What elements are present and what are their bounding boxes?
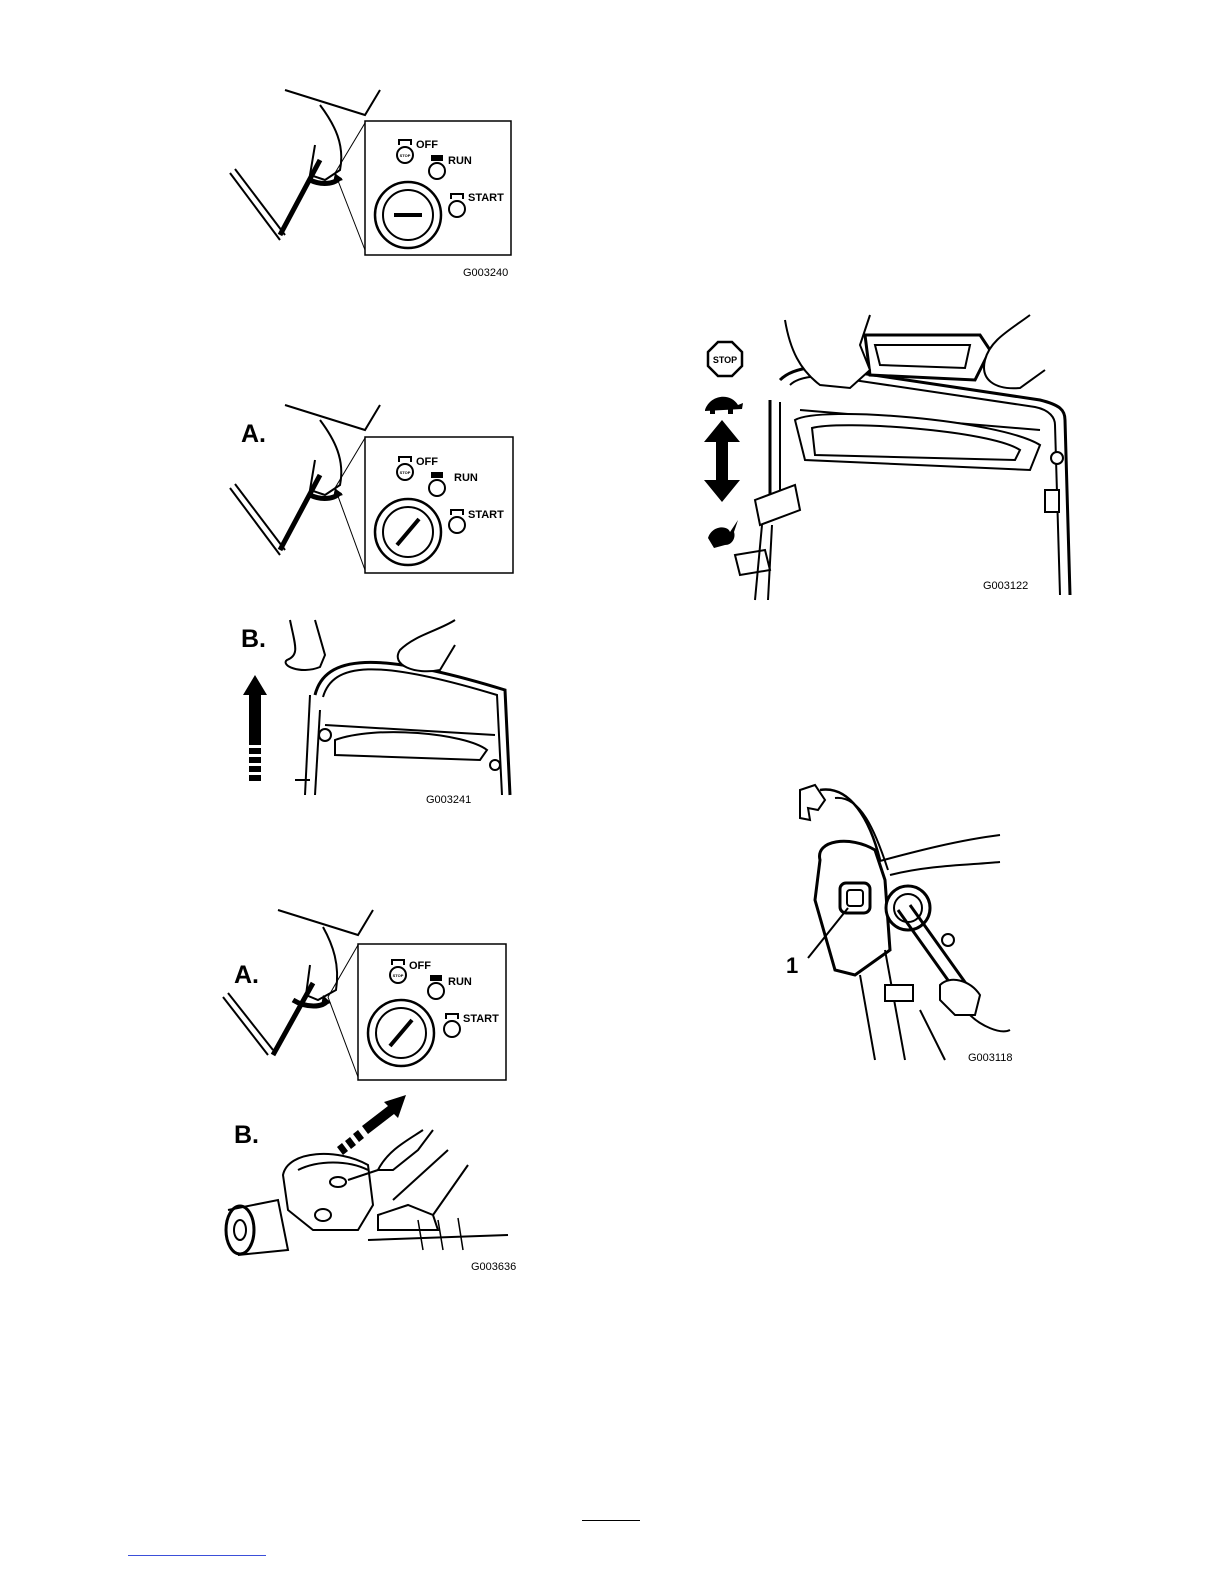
speed-control-illustration: STOP bbox=[700, 310, 1085, 600]
stop-sign-label: STOP bbox=[713, 355, 737, 365]
rabbit-icon bbox=[708, 520, 738, 548]
key-off-illustration: STOP OFF RUN START bbox=[225, 85, 525, 285]
figure-speed-control: STOP bbox=[700, 310, 1085, 600]
turtle-icon bbox=[705, 397, 743, 414]
double-arrow-icon bbox=[704, 420, 740, 502]
key-run-illustration: STOP OFF RUN START bbox=[218, 905, 528, 1085]
up-arrow-icon bbox=[243, 675, 267, 781]
stop-icon-label: STOP bbox=[400, 153, 411, 158]
figure-code: G003118 bbox=[968, 1052, 1012, 1064]
start-label: START bbox=[463, 1013, 499, 1025]
run-label: RUN bbox=[454, 472, 478, 484]
figure-code: G003240 bbox=[463, 267, 508, 279]
run-label: RUN bbox=[448, 155, 472, 167]
push-button-icon bbox=[840, 883, 870, 913]
figure-key-run-primer: A. STOP OFF RUN START B. bbox=[218, 905, 528, 1275]
key-run-illustration: STOP OFF RUN START bbox=[225, 400, 525, 580]
panel-a-label: A. bbox=[234, 961, 259, 990]
figure-button-closeup: 1 G003118 bbox=[780, 780, 1020, 1070]
off-label: OFF bbox=[416, 456, 438, 468]
off-label: OFF bbox=[409, 960, 431, 972]
stop-sign-icon: STOP bbox=[708, 342, 742, 376]
start-label: START bbox=[468, 509, 504, 521]
page-number-rule bbox=[582, 1520, 640, 1521]
off-label: OFF bbox=[416, 139, 438, 151]
panel-a-label: A. bbox=[241, 420, 266, 449]
figure-key-run-lift: A. STOP OFF RUN START B. bbox=[225, 400, 525, 820]
lift-handle-illustration bbox=[225, 615, 525, 815]
callout-number: 1 bbox=[786, 953, 798, 979]
start-label: START bbox=[468, 192, 504, 204]
figure-key-off: STOP OFF RUN START G003240 bbox=[225, 85, 525, 285]
run-label: RUN bbox=[448, 976, 472, 988]
button-closeup-illustration bbox=[780, 780, 1020, 1070]
stop-icon-label: STOP bbox=[393, 973, 404, 978]
figure-code: G003636 bbox=[471, 1261, 516, 1273]
diagonal-arrow-icon bbox=[337, 1095, 406, 1155]
figure-code: G003241 bbox=[426, 794, 471, 806]
stop-icon-label: STOP bbox=[400, 470, 411, 475]
footer-link-underline[interactable] bbox=[128, 1555, 266, 1556]
figure-code: G003122 bbox=[983, 580, 1028, 592]
primer-illustration bbox=[218, 1090, 528, 1260]
